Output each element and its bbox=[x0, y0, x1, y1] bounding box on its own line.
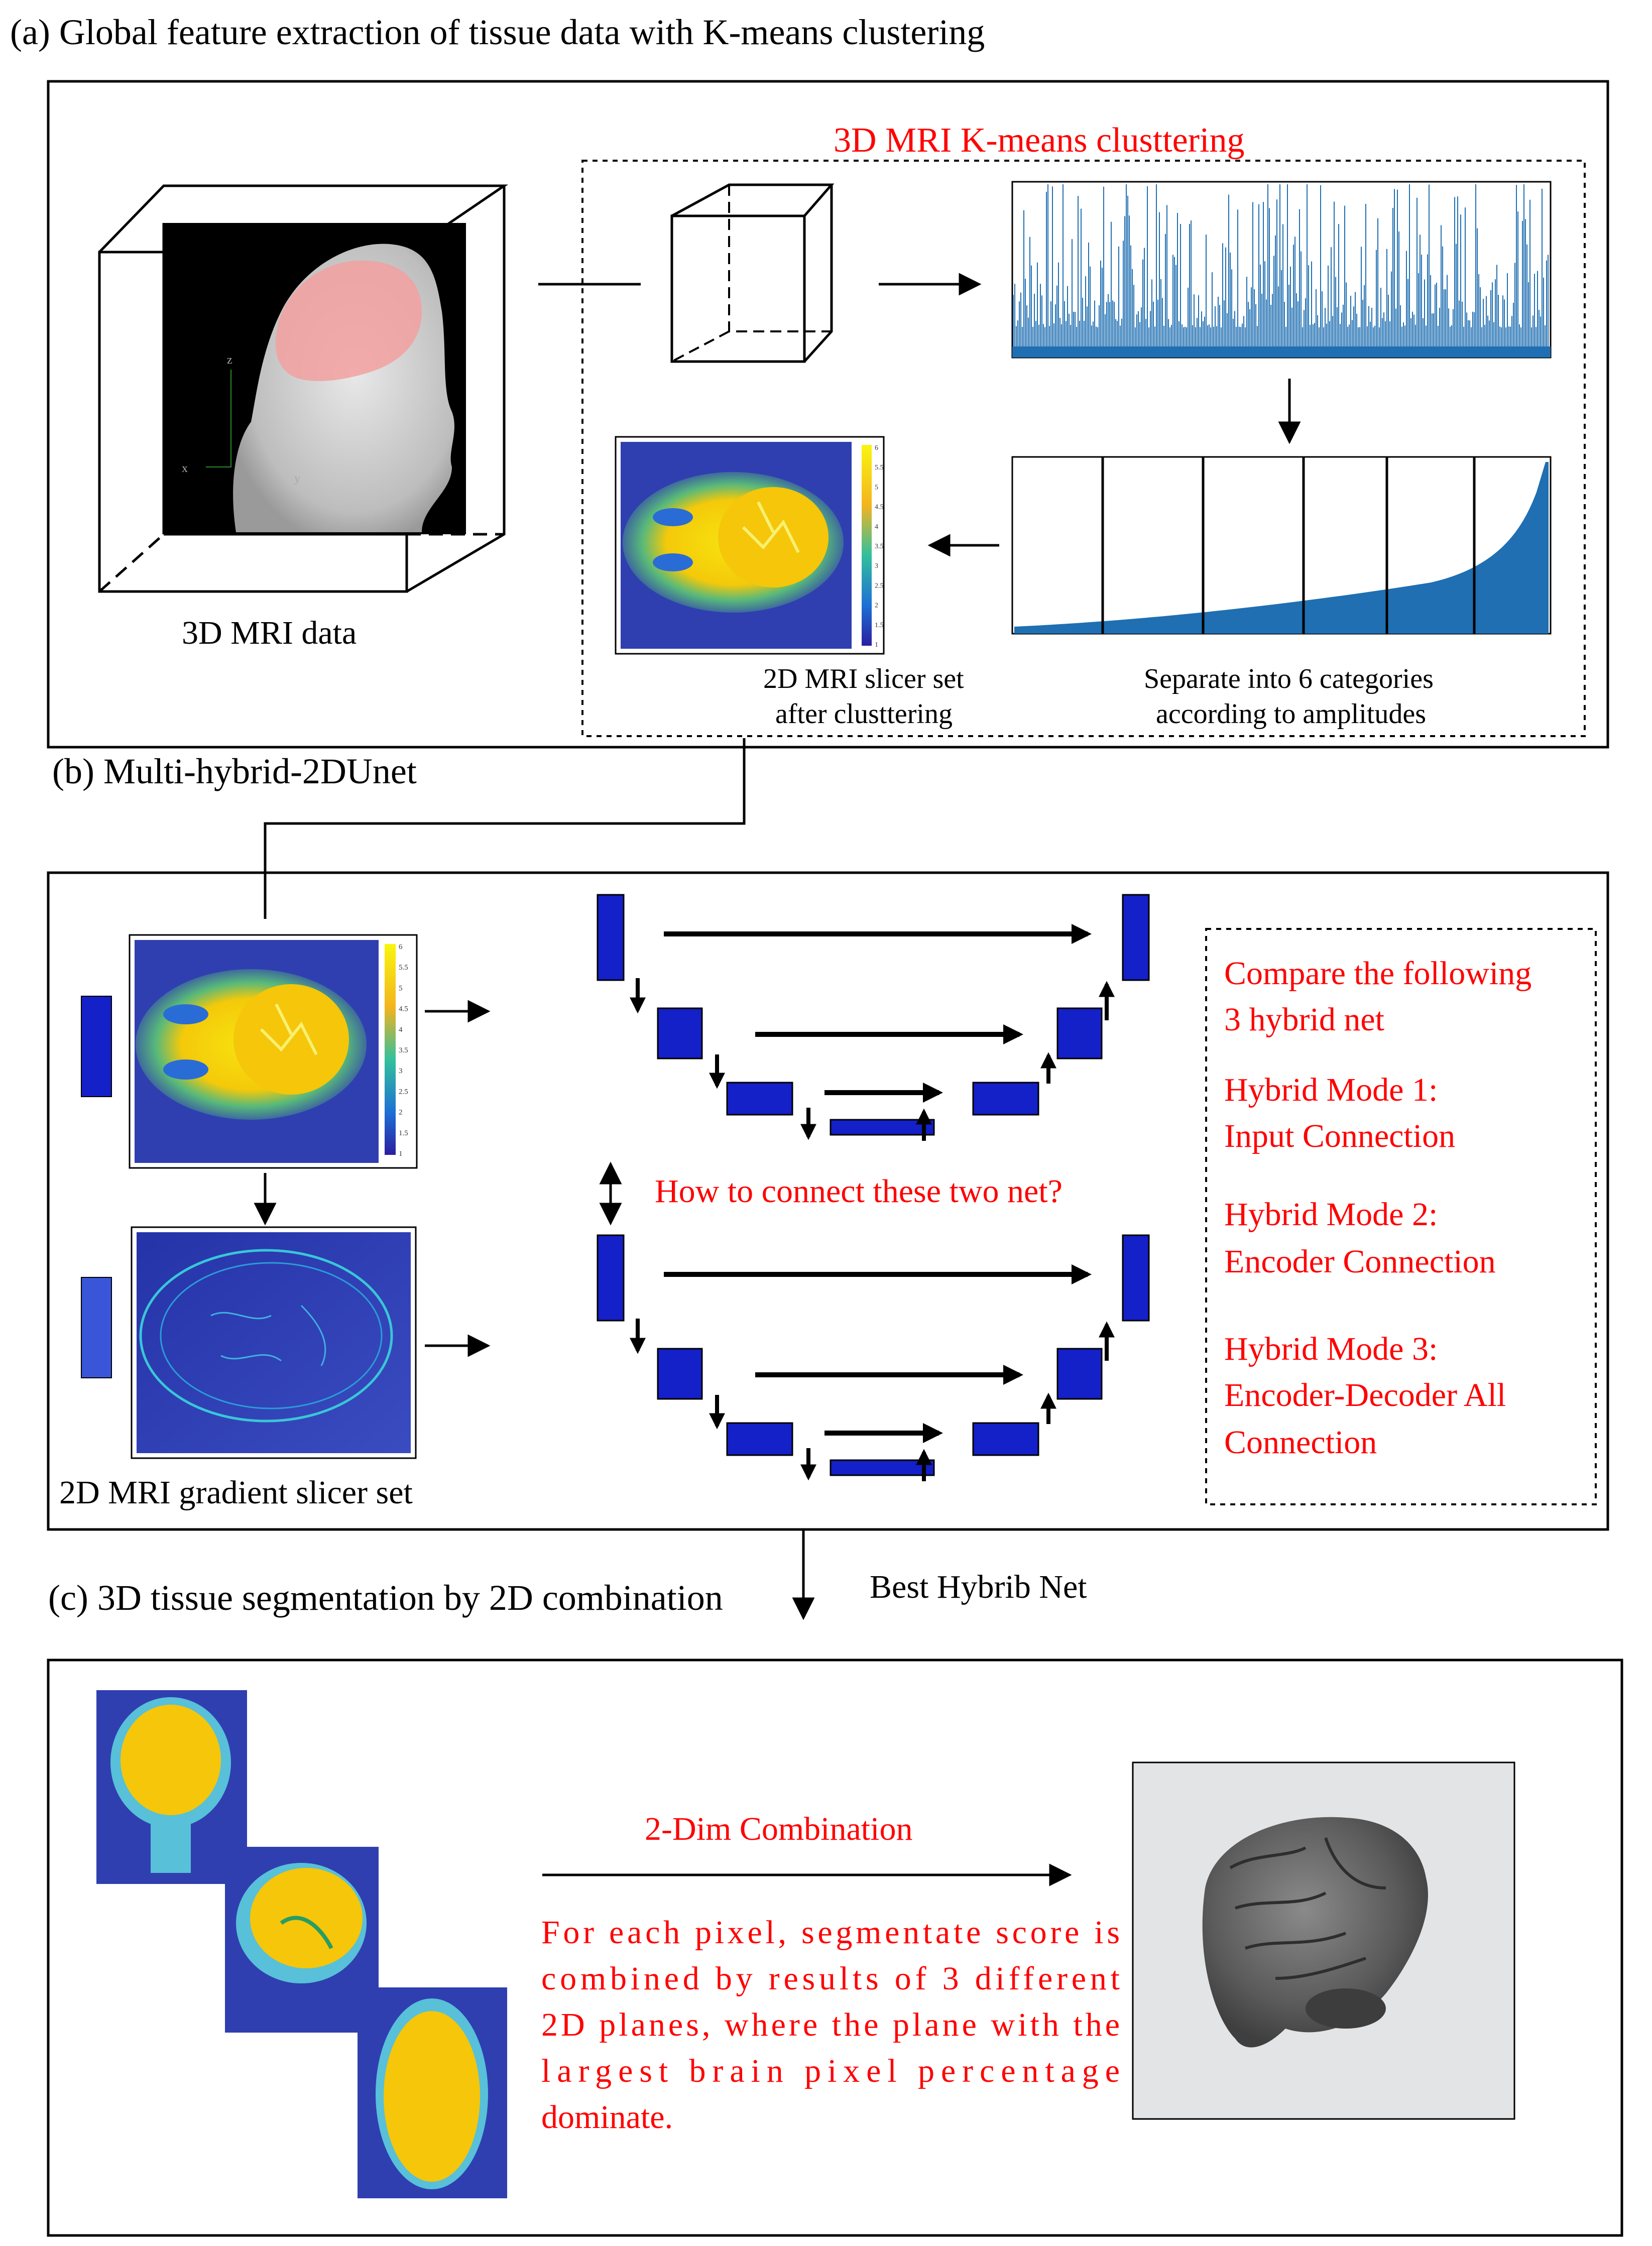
compare-line1: Compare the following bbox=[1224, 955, 1531, 992]
colorbar-tick: 2 bbox=[875, 602, 878, 610]
decoder-block-3 bbox=[972, 1422, 1039, 1456]
mri-3d-cube: z x y bbox=[98, 184, 509, 593]
colorbar-tick: 2 bbox=[399, 1109, 403, 1117]
axis-label-x: x bbox=[182, 462, 188, 475]
colorbar-tick: 6 bbox=[875, 444, 878, 452]
section-c-title: (c) 3D tissue segmentation by 2D combina… bbox=[48, 1578, 723, 1618]
colorbar-tick: 5 bbox=[875, 484, 878, 491]
encoder-block-2 bbox=[657, 1348, 703, 1400]
colorbar-tick: 4.5 bbox=[875, 504, 884, 511]
colorbar-tick: 3 bbox=[399, 1067, 403, 1075]
section-a-frame bbox=[47, 80, 1609, 749]
decoder-block-2 bbox=[1056, 1348, 1103, 1400]
axis-label-y: y bbox=[294, 472, 300, 485]
mri-data-label: 3D MRI data bbox=[182, 615, 357, 651]
colorbar-tick: 3.5 bbox=[875, 543, 884, 550]
separate-label-line1: Separate into 6 categories bbox=[1144, 663, 1434, 694]
amplitude-histogram bbox=[1011, 181, 1552, 359]
input-block-clustered bbox=[81, 996, 112, 1097]
mode2-line1: Hybrid Mode 2: bbox=[1224, 1196, 1438, 1233]
colorbar-tick: 5.5 bbox=[875, 464, 884, 471]
colorbar-tick: 1 bbox=[875, 641, 878, 649]
brain-3d-render bbox=[1132, 1761, 1515, 2120]
section-c-frame bbox=[47, 1659, 1623, 2237]
colorbar-tick: 2.5 bbox=[875, 582, 884, 589]
colorbar-tick: 4 bbox=[875, 523, 878, 531]
encoder-block-2 bbox=[657, 1007, 703, 1059]
encoder-block-3 bbox=[726, 1082, 793, 1116]
a-to-b-connector bbox=[264, 738, 746, 919]
colorbar-tick: 2.5 bbox=[399, 1088, 408, 1096]
encoder-block-1 bbox=[597, 894, 625, 981]
mode1-line2: Input Connection bbox=[1224, 1118, 1455, 1154]
description-line3: 2D planes, where the plane with the bbox=[541, 2006, 1120, 2043]
colorbar-tick: 4.5 bbox=[399, 1005, 408, 1013]
mode1-line1: Hybrid Mode 1: bbox=[1224, 1072, 1438, 1108]
sorted-amplitude-plot bbox=[1011, 456, 1552, 635]
section-a-title: (a) Global feature extraction of tissue … bbox=[10, 12, 985, 52]
mode2-line2: Encoder Connection bbox=[1224, 1243, 1496, 1280]
colorbar-tick: 4 bbox=[399, 1026, 403, 1034]
colorbar-tick: 5 bbox=[399, 984, 403, 992]
mode3-line2: Encoder-Decoder All bbox=[1224, 1377, 1506, 1413]
small-cube bbox=[670, 183, 835, 363]
mode3-line1: Hybrid Mode 3: bbox=[1224, 1331, 1438, 1367]
bottleneck-block bbox=[830, 1119, 935, 1136]
description-line2: combined by results of 3 different bbox=[541, 1960, 1120, 1997]
clustered-slice-input: 6 5.5 5 4.5 4 3.5 3 2.5 2 1.5 1 bbox=[129, 934, 418, 1169]
coronal-slice bbox=[96, 1690, 247, 1884]
kmeans-dashed-box bbox=[581, 160, 1586, 737]
description-line5: dominate. bbox=[541, 2099, 673, 2136]
mode3-line3: Connection bbox=[1224, 1424, 1377, 1461]
unet-gradient bbox=[597, 1234, 1150, 1481]
decoder-block-3 bbox=[972, 1082, 1039, 1116]
colorbar-tick: 3 bbox=[875, 562, 878, 570]
slicer-label-line2: after clusttering bbox=[775, 698, 953, 730]
section-b-title: (b) Multi-hybrid-2DUnet bbox=[52, 751, 417, 791]
axis-label-z: z bbox=[227, 353, 232, 367]
colorbar-tick: 5.5 bbox=[399, 964, 408, 972]
decoder-block-1 bbox=[1122, 1234, 1150, 1322]
clustered-slice-image: 6 5.5 5 4.5 4 3.5 3 2.5 2 1.5 1 bbox=[615, 436, 885, 655]
combination-title: 2-Dim Combination bbox=[645, 1811, 912, 1847]
bottleneck-block bbox=[830, 1459, 935, 1476]
gradient-slice-input bbox=[131, 1226, 417, 1459]
brain-overlay bbox=[275, 260, 422, 381]
colorbar-tick: 1 bbox=[399, 1150, 403, 1158]
slicer-label-line1: 2D MRI slicer set bbox=[763, 663, 964, 694]
unet-clustered bbox=[597, 894, 1150, 1141]
compare-dashed-box bbox=[1205, 928, 1597, 1505]
colorbar-tick: 1.5 bbox=[399, 1129, 408, 1137]
input-block-gradient bbox=[81, 1277, 112, 1378]
encoder-block-3 bbox=[726, 1422, 793, 1456]
axial-slice bbox=[358, 1987, 507, 2198]
decoder-block-2 bbox=[1056, 1007, 1103, 1059]
colorbar-ticks-b: 6 5.5 5 4.5 4 3.5 3 2.5 2 1.5 1 bbox=[399, 943, 408, 1158]
colorbar-tick: 1.5 bbox=[875, 622, 884, 629]
compare-line2: 3 hybrid net bbox=[1224, 1001, 1384, 1038]
encoder-block-1 bbox=[597, 1234, 625, 1322]
gradient-slicer-label: 2D MRI gradient slicer set bbox=[59, 1474, 413, 1511]
description-line1: For each pixel, segmentate score is bbox=[541, 1914, 1120, 1951]
section-b-frame bbox=[47, 871, 1609, 1531]
separate-label-line2: according to amplitudes bbox=[1156, 698, 1426, 730]
description-line4: largest brain pixel percentage bbox=[541, 2053, 1120, 2089]
connect-question: How to connect these two net? bbox=[655, 1173, 1063, 1210]
best-net-label: Best Hybrib Net bbox=[870, 1569, 1087, 1605]
colorbar-ticks: 6 5.5 5 4.5 4 3.5 3 2.5 2 1.5 1 bbox=[875, 444, 884, 649]
decoder-block-1 bbox=[1122, 894, 1150, 981]
kmeans-title: 3D MRI K-means clusttering bbox=[834, 121, 1244, 160]
sagittal-slice bbox=[225, 1847, 379, 2033]
colorbar-tick: 6 bbox=[399, 943, 403, 951]
colorbar-tick: 3.5 bbox=[399, 1046, 408, 1054]
